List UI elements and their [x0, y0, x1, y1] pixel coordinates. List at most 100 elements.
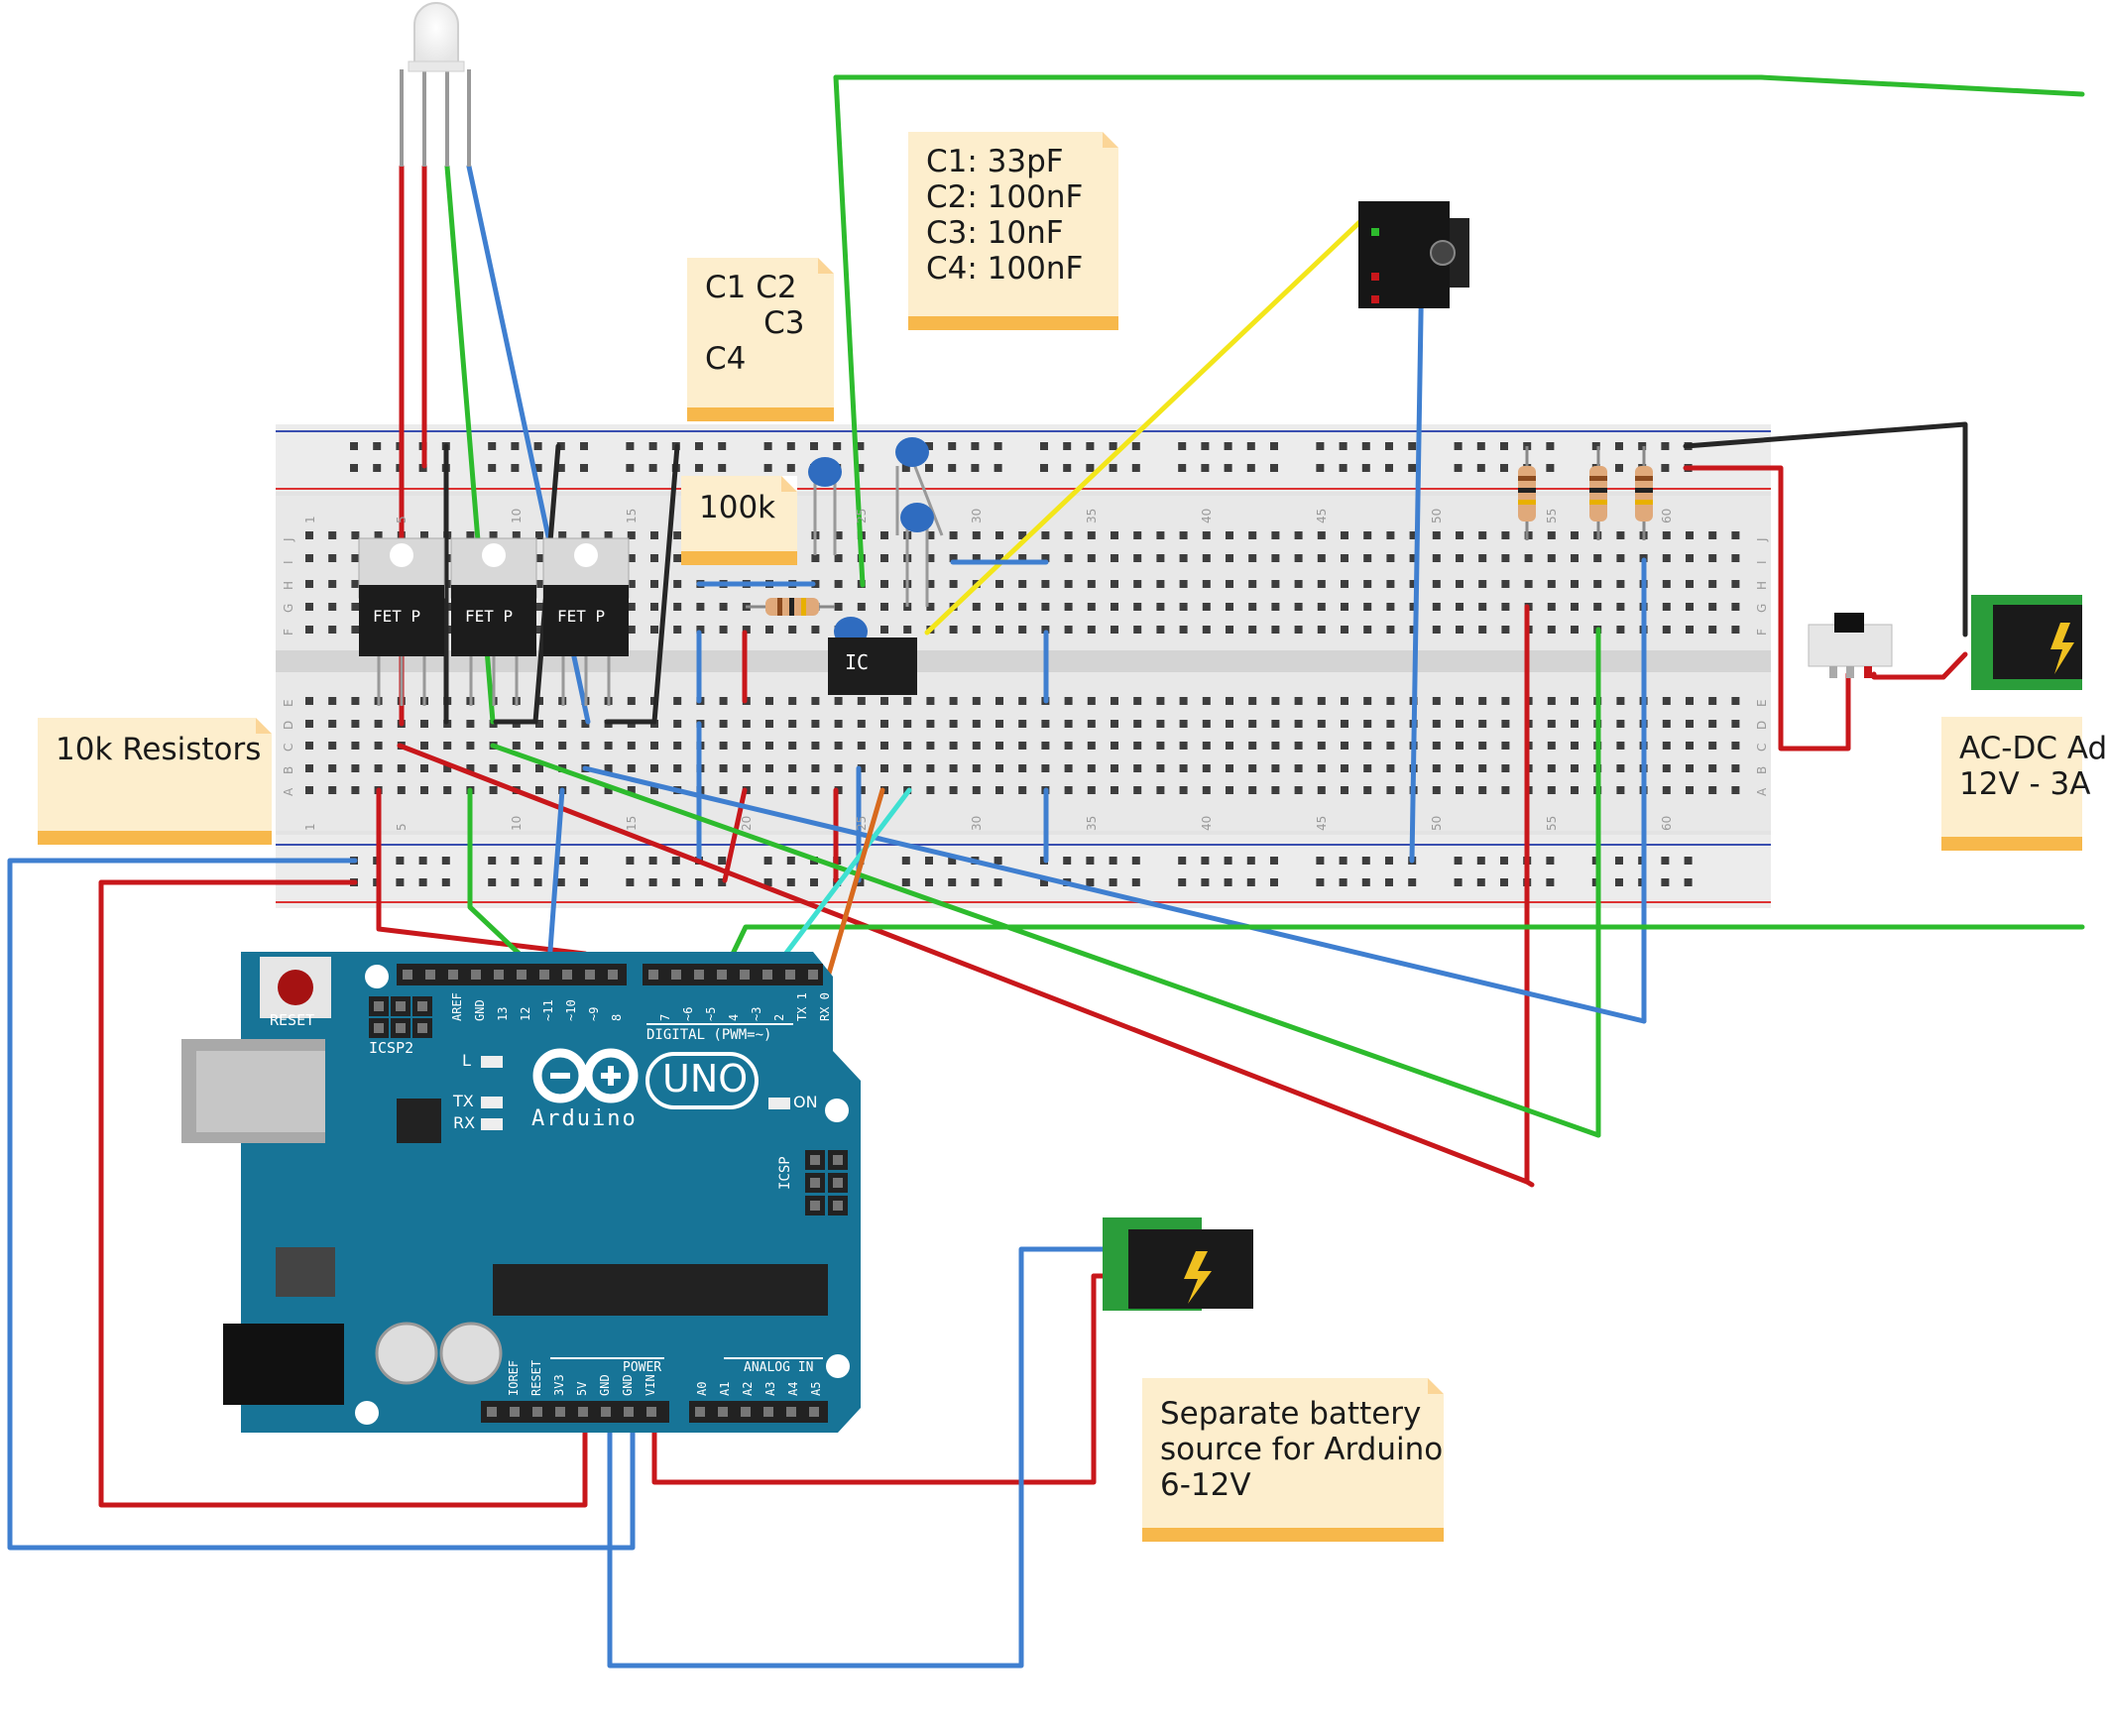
arduino-analog-label: ANALOG IN — [744, 1360, 814, 1375]
breadboard-hole — [1294, 697, 1303, 705]
breadboard-hole — [1111, 720, 1118, 728]
breadboard-hole — [673, 742, 682, 750]
arduino-digital-label: DIGITAL (PWM=~) — [646, 1027, 772, 1043]
breadboard-hole — [1271, 603, 1280, 611]
wire-blue — [7, 858, 636, 1551]
arduino-icsp2-label: ICSP2 — [369, 1039, 414, 1057]
breadboard-hole — [650, 580, 658, 588]
breadboard-rail-hole — [1178, 442, 1187, 450]
power-pin-label: 5V — [575, 1381, 589, 1396]
breadboard-label: G — [282, 603, 295, 613]
breadboard-hole — [1662, 626, 1671, 634]
breadboard-label: 1 — [303, 823, 317, 831]
breadboard-hole — [857, 742, 866, 750]
breadboard-hole — [1317, 764, 1326, 772]
breadboard-rail-hole — [1385, 464, 1393, 472]
breadboard-rail-hole — [648, 442, 657, 450]
breadboard-hole — [972, 603, 981, 611]
digital-pin-label: ~10 — [564, 999, 578, 1021]
breadboard-hole — [1478, 531, 1487, 539]
breadboard-hole — [328, 786, 337, 794]
breadboard-hole — [466, 764, 475, 772]
wire-black — [604, 443, 680, 725]
wire-cyan — [765, 787, 912, 980]
breadboard-hole — [1271, 580, 1280, 588]
breadboard-hole — [305, 603, 313, 611]
breadboard-hole — [1294, 580, 1303, 588]
breadboard-hole — [535, 720, 543, 728]
breadboard-hole — [1248, 603, 1257, 611]
breadboard-hole — [374, 742, 383, 750]
analog-pin-label: A3 — [763, 1381, 777, 1396]
breadboard-hole — [880, 764, 888, 772]
breadboard-hole — [535, 580, 543, 588]
breadboard-hole — [742, 764, 751, 772]
breadboard-hole — [949, 554, 958, 562]
breadboard-hole — [305, 626, 313, 634]
breadboard-hole — [1501, 626, 1510, 634]
breadboard-hole — [1271, 720, 1280, 728]
breadboard-hole — [650, 786, 658, 794]
breadboard-rail-hole — [1385, 442, 1393, 450]
breadboard-hole — [1616, 720, 1625, 728]
breadboard-hole — [1363, 742, 1372, 750]
breadboard-hole — [1179, 720, 1188, 728]
breadboard-hole — [351, 720, 360, 728]
breadboard-hole — [1708, 554, 1717, 562]
breadboard-hole — [1111, 697, 1118, 705]
breadboard-hole — [926, 603, 935, 611]
breadboard-hole — [903, 626, 912, 634]
breadboard-rail-hole — [1615, 878, 1623, 886]
breadboard-hole — [305, 554, 313, 562]
breadboard-hole — [1087, 697, 1096, 705]
breadboard-hole — [1248, 531, 1257, 539]
breadboard-hole — [1087, 531, 1096, 539]
breadboard-rail-hole — [763, 878, 772, 886]
breadboard-rail-hole — [948, 442, 957, 450]
breadboard-hole — [1133, 580, 1142, 588]
breadboard-hole — [1018, 531, 1027, 539]
breadboard-hole — [1478, 580, 1487, 588]
breadboard-hole — [466, 720, 475, 728]
breadboard-hole — [1341, 742, 1348, 750]
breadboard-rail-hole — [1500, 464, 1508, 472]
breadboard-rail-hole — [901, 857, 910, 865]
breadboard-hole — [581, 786, 590, 794]
breadboard-hole — [650, 603, 658, 611]
breadboard-hole — [535, 786, 543, 794]
breadboard-hole — [1294, 554, 1303, 562]
breadboard-rail-hole — [373, 464, 382, 472]
breadboard-label: 5 — [395, 516, 409, 523]
breadboard-hole — [328, 580, 337, 588]
breadboard-rail-hole — [1454, 464, 1463, 472]
breadboard-hole — [1478, 626, 1487, 634]
breadboard-rail-hole — [1040, 464, 1048, 472]
breadboard-rail-hole — [556, 878, 565, 886]
breadboard-hole — [673, 603, 682, 611]
breadboard-hole — [1179, 603, 1188, 611]
breadboard-hole — [1478, 742, 1487, 750]
breadboard-hole — [1571, 626, 1579, 634]
breadboard-hole — [1341, 720, 1348, 728]
breadboard-hole — [1248, 580, 1257, 588]
breadboard-label: 50 — [1430, 508, 1444, 523]
breadboard-hole — [1616, 742, 1625, 750]
rgb-led — [400, 2, 471, 167]
breadboard-hole — [1686, 531, 1694, 539]
breadboard-rail-hole — [1109, 442, 1117, 450]
wire-red — [1871, 651, 1968, 680]
breadboard-rail-hole — [1178, 857, 1187, 865]
breadboard-hole — [1064, 580, 1073, 588]
breadboard-rail-hole — [350, 442, 358, 450]
breadboard-hole — [1341, 626, 1348, 634]
breadboard-rail-hole — [786, 442, 795, 450]
breadboard-hole — [903, 697, 912, 705]
digital-pin-label: 12 — [519, 1006, 532, 1021]
breadboard-rail-hole — [533, 464, 542, 472]
breadboard-hole — [926, 554, 935, 562]
breadboard-rail-hole — [626, 878, 635, 886]
digital-pin-label: 13 — [496, 1006, 510, 1021]
note-10k-resistors: 10k Resistors — [38, 718, 272, 845]
breadboard-hole — [1616, 626, 1625, 634]
wire-green — [833, 74, 866, 588]
